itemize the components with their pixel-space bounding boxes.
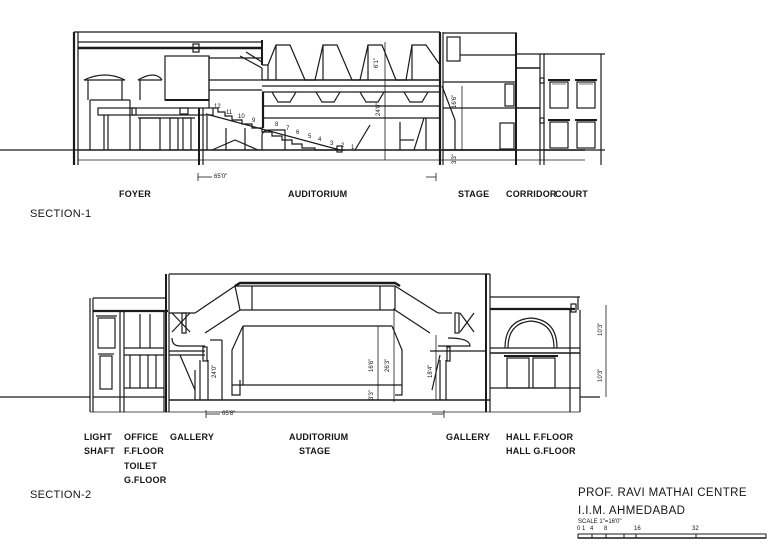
- s2-dim-stage-floor: 3'3": [369, 390, 375, 400]
- s2-label-toilet: TOILET: [124, 461, 158, 471]
- s2-label-stage: STAGE: [299, 446, 331, 456]
- seat-row-8: 8: [275, 122, 279, 128]
- seat-row-4: 4: [318, 137, 322, 143]
- s2-label-auditorium: AUDITORIUM: [289, 432, 349, 442]
- s2-dim-proscenium: 16'6": [369, 358, 375, 372]
- s2-dim-hall-gf: 10'3": [598, 368, 604, 382]
- seat-row-11: 11: [226, 110, 233, 116]
- s2-label-gallery-left: GALLERY: [170, 432, 215, 442]
- s2-label-g-floor: G.FLOOR: [124, 475, 167, 485]
- scale-tick-4: 4: [590, 526, 594, 532]
- title-block-institution: I.I.M. AHMEDABAD: [578, 505, 686, 517]
- s2-label-light: LIGHT: [84, 432, 112, 442]
- seat-row-3: 3: [330, 141, 334, 147]
- seat-row-10: 10: [238, 114, 245, 120]
- s2-dim-overall: 26'3": [385, 358, 391, 372]
- scale-tick-0: 0: [577, 526, 581, 532]
- seat-row-7: 7: [286, 126, 290, 132]
- s2-dim-auditorium-width: 65'8": [222, 411, 236, 417]
- scale-tick-16: 16: [634, 526, 641, 532]
- section-2-title: SECTION-2: [30, 489, 92, 501]
- s1-dim-auditorium-width: 65'0": [214, 174, 228, 180]
- seat-row-6: 6: [296, 130, 300, 136]
- s1-label-stage: STAGE: [458, 189, 490, 199]
- s1-dim-stage-floor: 3'3": [452, 154, 458, 164]
- seat-row-1: 1: [351, 145, 355, 151]
- s1-label-auditorium: AUDITORIUM: [288, 189, 348, 199]
- s1-dim-ceiling: 24'0": [376, 102, 382, 116]
- title-block-name: PROF. RAVI MATHAI CENTRE: [578, 487, 747, 499]
- scale-tick-32: 32: [692, 526, 699, 532]
- seat-row-12: 12: [214, 104, 221, 110]
- scale-label: SCALE 1"=16'0": [578, 519, 622, 525]
- s1-label-court: COURT: [555, 189, 588, 199]
- s2-dim-gallery-left: 24'0": [212, 364, 218, 378]
- s1-dim-stage-height: 16'6": [452, 94, 458, 108]
- scale-tick-8: 8: [604, 526, 608, 532]
- s1-dim-roof: 6'1": [374, 58, 380, 68]
- s2-label-f-floor: F.FLOOR: [124, 446, 164, 456]
- s2-label-office: OFFICE: [124, 432, 159, 442]
- scale-tick-1: 1: [582, 526, 586, 532]
- s2-dim-hall-ff: 10'3": [598, 322, 604, 336]
- s2-label-shaft: SHAFT: [84, 446, 115, 456]
- seat-row-2: 2: [341, 143, 345, 149]
- s1-label-corridor: CORRIDOR: [506, 189, 557, 199]
- seat-row-9: 9: [252, 118, 256, 124]
- s2-dim-gallery-right: 18'4": [428, 364, 434, 378]
- s1-label-foyer: FOYER: [119, 189, 152, 199]
- s2-label-hall-ff: HALL F.FLOOR: [506, 432, 574, 442]
- seat-row-5: 5: [308, 134, 312, 140]
- section-1-title: SECTION-1: [30, 208, 92, 220]
- s2-label-hall-gf: HALL G.FLOOR: [506, 446, 576, 456]
- s2-label-gallery-right: GALLERY: [446, 432, 491, 442]
